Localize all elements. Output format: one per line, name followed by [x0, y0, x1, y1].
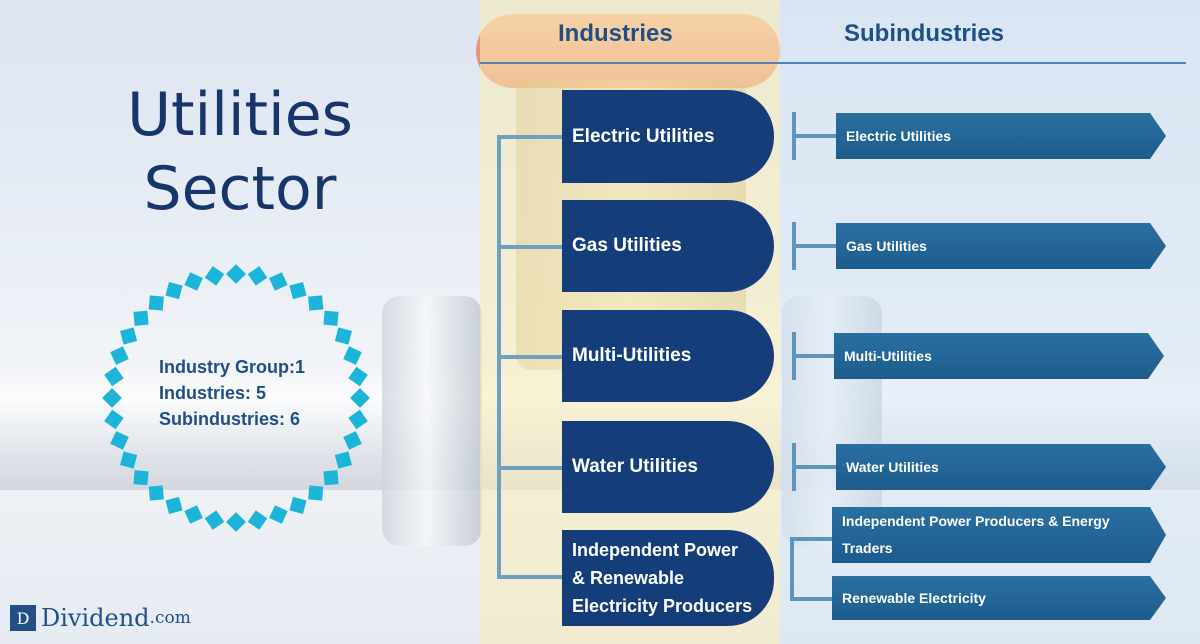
- starburst-diamond: [120, 327, 138, 345]
- stats-starburst-icon: [102, 264, 370, 532]
- sub-connector-5-bottom: [790, 597, 832, 601]
- sub-connector-3-stem: [792, 354, 836, 358]
- starburst-diamond: [226, 512, 246, 532]
- starburst-diamond: [334, 451, 352, 469]
- starburst-diamond: [148, 485, 164, 501]
- starburst-diamond: [165, 282, 183, 300]
- starburst-diamond: [350, 388, 370, 408]
- industry-multi-utilities: Multi-Utilities: [562, 310, 774, 402]
- sub-connector-4-stem: [792, 465, 836, 469]
- tree-branch-1: [497, 135, 563, 139]
- industry-label: Multi-Utilities: [572, 345, 692, 366]
- background-flange-left: [382, 296, 482, 546]
- starburst-diamond: [269, 272, 288, 291]
- starburst-diamond: [247, 266, 268, 286]
- starburst-diamond: [133, 470, 149, 486]
- stats-panel: Industry Group:1 Industries: 5 Subindust…: [159, 354, 305, 432]
- starburst-diamond: [269, 505, 288, 524]
- sub-connector-5-vertical: [790, 537, 794, 599]
- starburst-diamond: [334, 327, 352, 345]
- industry-label-line-2: & Renewable: [572, 568, 685, 588]
- subindustry-multi-utilities: Multi-Utilities: [834, 333, 1164, 379]
- starburst-diamond: [289, 496, 307, 514]
- industry-electric-utilities: Electric Utilities: [562, 90, 774, 183]
- title-line-1: Utilities: [127, 80, 353, 150]
- logo-name: Dividend: [41, 604, 150, 632]
- subindustry-label: Electric Utilities: [846, 128, 952, 144]
- subindustry-label: Renewable Electricity: [842, 590, 986, 606]
- subindustry-label: Gas Utilities: [846, 238, 927, 254]
- starburst-diamond: [323, 310, 339, 326]
- tree-branch-3: [497, 355, 563, 359]
- subindustry-water-utilities: Water Utilities: [836, 444, 1166, 490]
- sub-connector-2-stem: [792, 244, 836, 248]
- tree-branch-4: [497, 466, 563, 470]
- subindustries-header: Subindustries: [844, 20, 1005, 47]
- starburst-diamond: [308, 295, 324, 311]
- starburst-diamond: [104, 366, 124, 387]
- industry-independent-power: Independent Power & Renewable Electricit…: [562, 530, 774, 626]
- starburst-diamond: [204, 266, 225, 286]
- starburst-diamond: [226, 264, 246, 284]
- page-title: Utilities Sector: [60, 78, 420, 226]
- subindustry-independent-power-producers: Independent Power Producers & Energy Tra…: [832, 507, 1166, 563]
- industry-label-line-1: Independent Power: [572, 540, 739, 560]
- starburst-diamond: [348, 409, 368, 430]
- sub-connector-1-stem: [792, 134, 836, 138]
- starburst-diamond: [148, 295, 164, 311]
- starburst-diamond: [308, 485, 324, 501]
- title-line-2: Sector: [143, 154, 337, 224]
- subindustry-renewable-electricity: Renewable Electricity: [832, 576, 1166, 620]
- header-rule: [480, 62, 1186, 64]
- industry-label: Gas Utilities: [572, 235, 682, 256]
- sub-connector-5-top: [790, 537, 832, 541]
- starburst-diamond: [165, 496, 183, 514]
- industry-label-line-3: Electricity Producers: [572, 596, 753, 616]
- industry-gas-utilities: Gas Utilities: [562, 200, 774, 292]
- subindustry-label: Independent Power Producers & Energy Tra…: [842, 513, 1110, 556]
- industry-label: Electric Utilities: [572, 125, 715, 147]
- subindustry-label: Multi-Utilities: [844, 348, 932, 364]
- stat-subindustries: Subindustries: 6: [159, 409, 301, 429]
- starburst-diamond: [323, 470, 339, 486]
- starburst-diamond: [184, 272, 203, 291]
- logo-suffix: .com: [149, 608, 191, 628]
- starburst-diamond: [289, 282, 307, 300]
- starburst-diamond: [102, 388, 122, 408]
- dividend-logo[interactable]: D Dividend .com: [10, 604, 191, 632]
- starburst-diamond: [133, 310, 149, 326]
- industry-label: Water Utilities: [572, 456, 698, 477]
- starburst-diamond: [120, 451, 138, 469]
- starburst-diamond: [110, 431, 129, 450]
- tree-branch-5: [497, 575, 563, 579]
- logo-badge: D: [10, 605, 36, 631]
- starburst-diamond: [204, 510, 225, 530]
- starburst-diamond: [348, 366, 368, 387]
- starburst-diamond: [184, 505, 203, 524]
- starburst-diamond: [104, 409, 124, 430]
- starburst-diamond: [110, 346, 129, 365]
- stat-industries: Industries: 5: [159, 383, 267, 403]
- starburst-diamond: [343, 431, 362, 450]
- stat-industry-group: Industry Group:1: [159, 357, 306, 377]
- starburst-diamond: [247, 510, 268, 530]
- industries-header: Industries: [558, 20, 673, 47]
- subindustry-electric-utilities: Electric Utilities: [836, 113, 1166, 159]
- subindustry-label: Water Utilities: [846, 459, 939, 475]
- industry-water-utilities: Water Utilities: [562, 421, 774, 513]
- starburst-diamond: [343, 346, 362, 365]
- subindustry-gas-utilities: Gas Utilities: [836, 223, 1166, 269]
- tree-branch-2: [497, 245, 563, 249]
